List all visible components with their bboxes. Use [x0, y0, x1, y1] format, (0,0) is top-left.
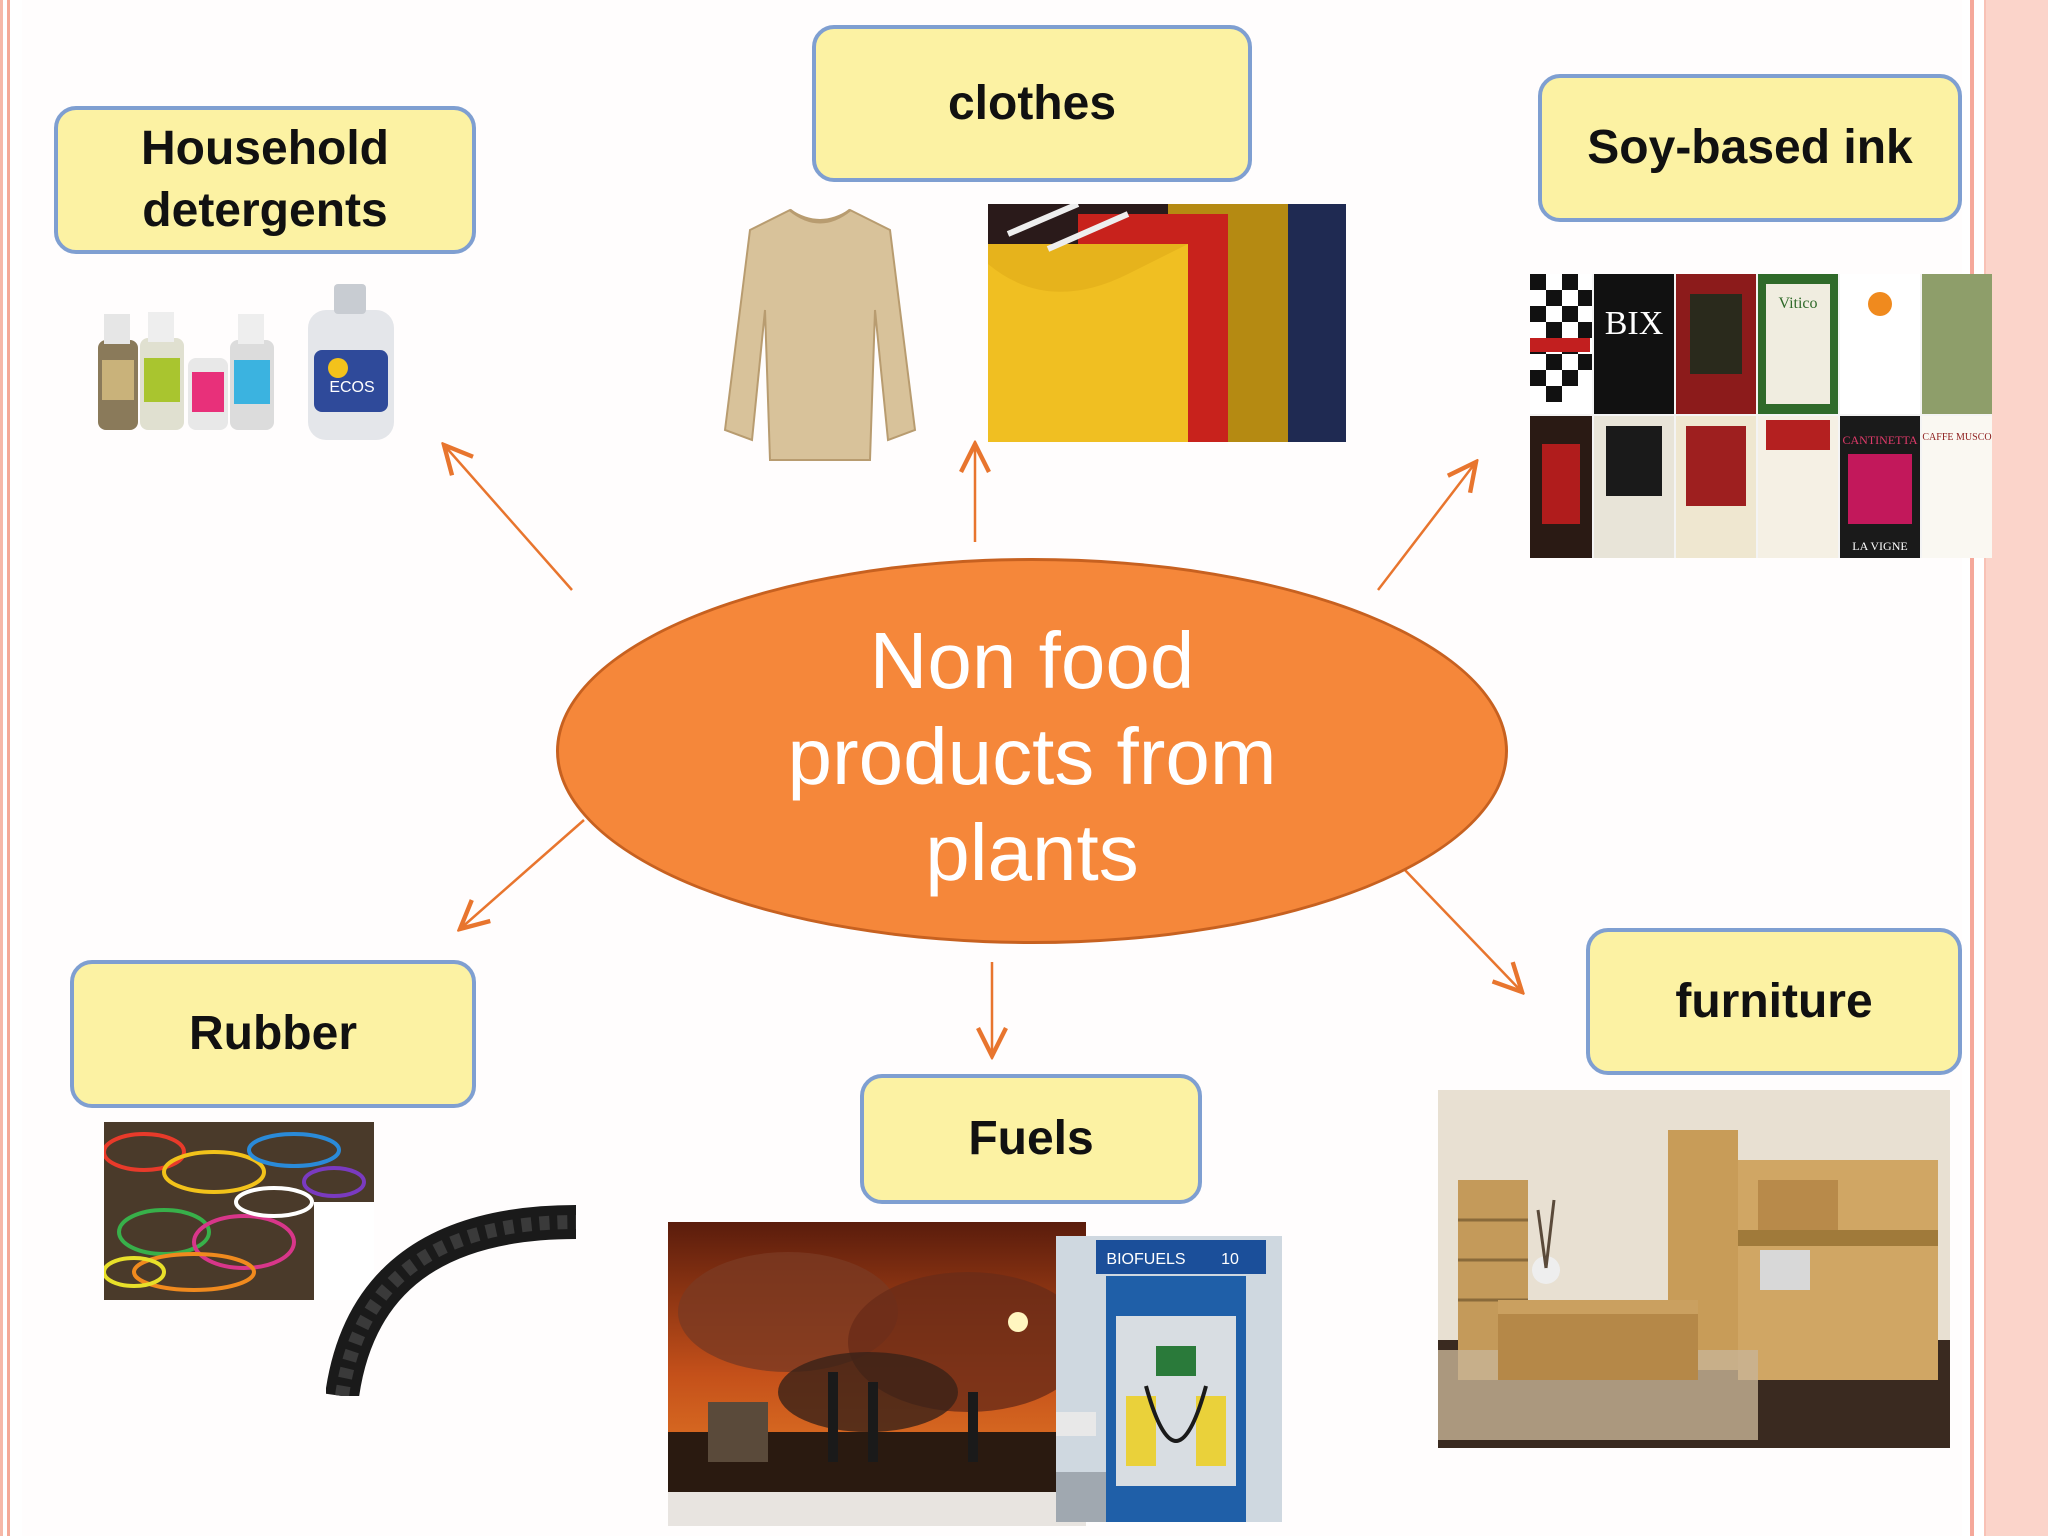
ink-card-vitico: Vitico	[1778, 295, 1817, 312]
ecos-label: ECOS	[329, 379, 374, 396]
rubber-bands-image	[104, 1122, 374, 1300]
sweater-image	[720, 200, 920, 480]
ink-card-lavigne: LA VIGNE	[1852, 539, 1907, 553]
spray-bottle-icon	[98, 314, 138, 430]
bicycle-tire-image	[326, 1202, 588, 1396]
arrow-to-household	[444, 445, 573, 591]
label-household-detergents: Household detergents	[54, 106, 476, 254]
pump-number: 10	[1221, 1251, 1239, 1268]
detergent-bottles-image: ECOS	[90, 280, 420, 450]
label-clothes: clothes	[812, 25, 1252, 182]
biofuels-sign: BIOFUELS	[1106, 1251, 1185, 1268]
furniture-room-image	[1438, 1090, 1950, 1448]
label-fuels: Fuels	[860, 1074, 1202, 1204]
arrow-to-furniture	[1402, 867, 1522, 992]
biofuel-pump-image: BIOFUELS 10	[1056, 1236, 1282, 1522]
soy-ink-cards-image: BIX Vitico CANTINETTA LA VIGNE CAFFE MUS…	[1530, 274, 1992, 558]
tshirts-image	[988, 204, 1346, 442]
ink-card-cantinetta: CANTINETTA	[1842, 433, 1917, 447]
ink-card-caffe: CAFFE MUSCO	[1922, 432, 1991, 443]
ecos-jug-icon: ECOS	[308, 284, 394, 440]
left-decorative-border	[0, 0, 22, 1536]
label-furniture: furniture	[1586, 928, 1962, 1075]
center-title: Non food products from plants	[787, 616, 1277, 897]
center-ellipse	[556, 558, 1508, 944]
label-soy-based-ink: Soy-based ink	[1538, 74, 1962, 222]
refinery-image	[668, 1222, 1086, 1526]
right-decorative-border	[1962, 0, 2048, 1536]
arrow-to-ink	[1377, 462, 1476, 591]
ink-card-bix: BIX	[1605, 305, 1664, 342]
label-rubber: Rubber	[70, 960, 476, 1108]
arrow-to-rubber	[460, 819, 585, 929]
